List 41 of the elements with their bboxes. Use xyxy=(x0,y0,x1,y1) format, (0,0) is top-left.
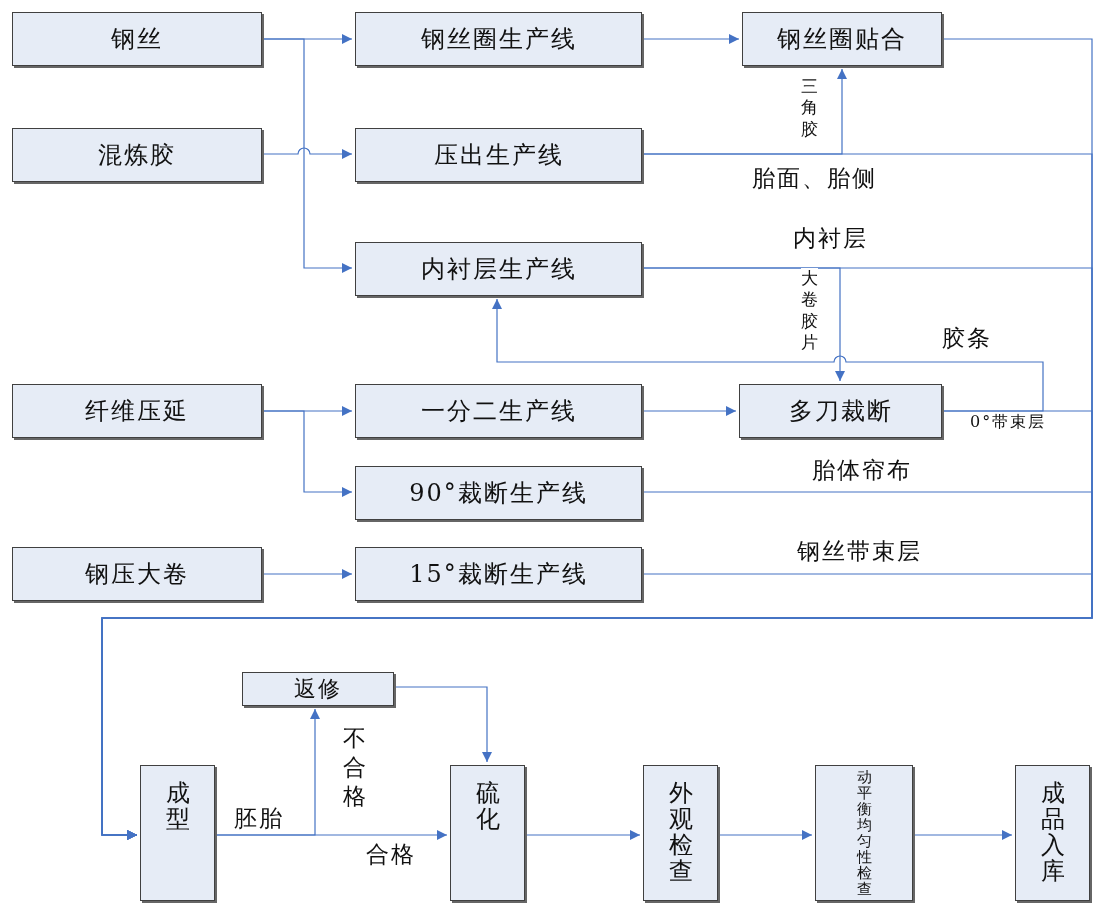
process-box: 成型 xyxy=(140,765,215,901)
process-box: 返修 xyxy=(242,672,394,706)
edge-label: 三角胶 xyxy=(801,76,818,140)
process-box: 混炼胶 xyxy=(12,128,262,182)
arrow xyxy=(261,147,353,159)
arrow xyxy=(261,38,353,273)
process-box: 纤维压延 xyxy=(12,384,262,438)
edge-label: 大卷胶片 xyxy=(801,268,818,353)
process-box: 外观检查 xyxy=(643,765,718,901)
edge-label: 胎体帘布 xyxy=(812,458,912,484)
arrow xyxy=(641,406,737,416)
arrow xyxy=(641,34,740,44)
arrow xyxy=(492,298,1044,412)
process-box: 内衬层生产线 xyxy=(355,242,642,296)
process-box: 成品入库 xyxy=(1015,765,1090,901)
arrow xyxy=(912,830,1013,840)
process-box: 一分二生产线 xyxy=(355,384,642,438)
edge-label: 内衬层 xyxy=(793,226,868,252)
process-box: 90°裁断生产线 xyxy=(355,466,642,520)
process-box: 钢丝圈生产线 xyxy=(355,12,642,66)
process-box: 钢丝圈贴合 xyxy=(742,12,942,66)
arrow xyxy=(717,830,813,840)
process-box: 压出生产线 xyxy=(355,128,642,182)
process-box: 多刀裁断 xyxy=(739,384,942,438)
arrow xyxy=(101,573,1093,840)
arrow xyxy=(214,830,448,840)
process-box: 钢丝 xyxy=(12,12,262,66)
arrow xyxy=(524,830,641,840)
process-box: 钢压大卷 xyxy=(12,547,262,601)
process-box: 15°裁断生产线 xyxy=(355,547,642,601)
process-box: 动平衡均匀性检查 xyxy=(815,765,913,901)
arrow xyxy=(261,410,353,497)
edge-label: 胎面、胎侧 xyxy=(752,166,877,192)
edge-label: 钢丝带束层 xyxy=(797,539,922,565)
edge-label: 合格 xyxy=(366,842,416,868)
arrow xyxy=(393,686,492,763)
edge-label: 胶条 xyxy=(942,326,992,352)
text-label: 胚胎 xyxy=(234,806,284,832)
edge-label: 0°带束层 xyxy=(970,413,1047,431)
process-box: 硫化 xyxy=(450,765,525,901)
arrow xyxy=(261,569,353,579)
